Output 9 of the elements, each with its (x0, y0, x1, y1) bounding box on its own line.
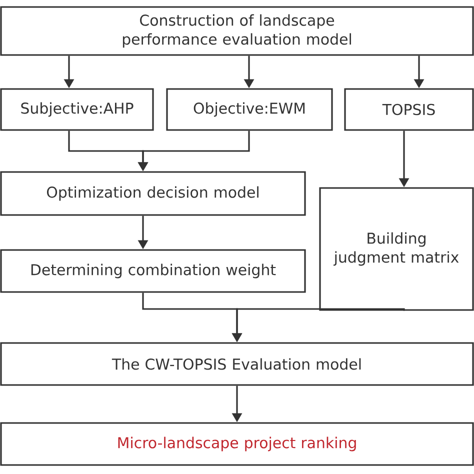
process-box: TOPSIS (344, 88, 474, 131)
process-box: Determining combination weight (0, 249, 306, 293)
process-box: Construction of landscape performance evaluation model (0, 6, 474, 56)
process-box: Objective:EWM (166, 88, 333, 131)
process-box: Micro-landscape project ranking (0, 422, 474, 466)
process-box: Optimization decision model (0, 171, 306, 216)
process-box: The CW-TOPSIS Evaluation model (0, 342, 474, 386)
process-box: Building judgment matrix (319, 187, 474, 311)
process-box: Subjective:AHP (0, 88, 154, 131)
